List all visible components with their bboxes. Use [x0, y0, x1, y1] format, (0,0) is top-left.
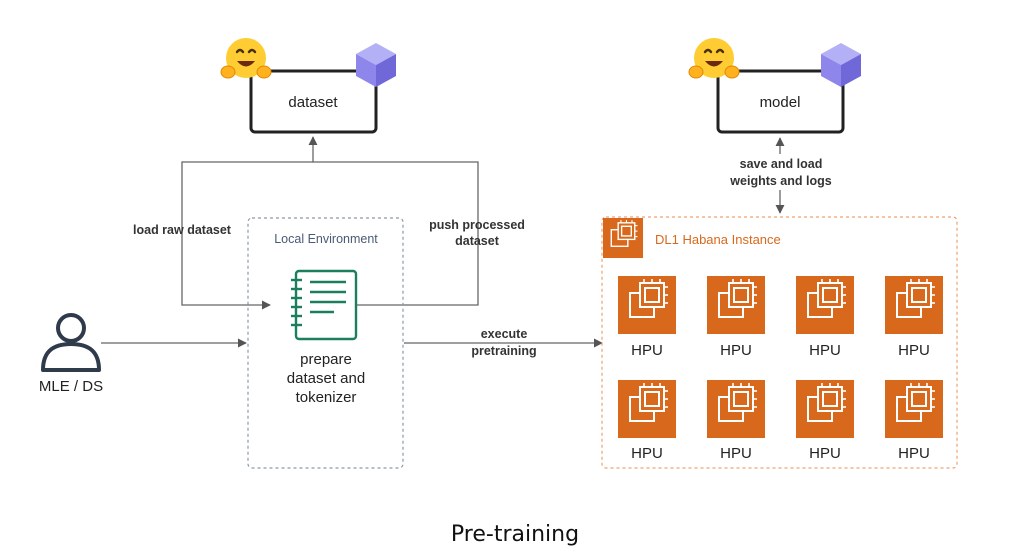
hpu-card[interactable]	[617, 275, 677, 335]
hpu-label: HPU	[809, 342, 841, 359]
save-load-label-2: weights and logs	[729, 174, 831, 188]
user-label: MLE / DS	[39, 378, 103, 395]
push-processed-label-1: push processed	[429, 218, 525, 232]
hpu-card[interactable]	[884, 275, 944, 335]
load-raw-dataset-label: load raw dataset	[133, 223, 232, 237]
model-label: model	[760, 94, 801, 111]
hpu-card[interactable]	[706, 379, 766, 439]
execute-label-1: execute	[481, 327, 528, 341]
chip-icon	[795, 379, 855, 439]
chip-icon	[617, 275, 677, 335]
chip-icon	[795, 275, 855, 335]
local-environment: Local Environment prepare dataset and to…	[247, 217, 404, 469]
chip-icon	[706, 379, 766, 439]
model-group: model	[688, 38, 861, 134]
figure-caption: Pre-training	[450, 522, 580, 547]
habana-instance: DL1 Habana Instance HPU HPU HPU HPU HPU …	[601, 216, 958, 469]
instance-chip-icon	[602, 217, 644, 259]
hpu-label: HPU	[809, 445, 841, 462]
dataset-box[interactable]	[249, 69, 378, 134]
hugging-face-emoji-icon	[688, 38, 740, 79]
dataset-group: dataset	[220, 38, 396, 134]
load-raw-dataset-arrow	[181, 161, 313, 310]
local-environment-box[interactable]	[247, 217, 404, 469]
prepare-label-1: prepare	[300, 351, 352, 368]
prepare-label-2: dataset and	[287, 370, 365, 387]
dataset-connectors	[181, 136, 479, 310]
hpu-card[interactable]	[795, 379, 855, 439]
chip-icon	[706, 275, 766, 335]
hpu-card[interactable]	[884, 379, 944, 439]
save-load-label-1: save and load	[740, 157, 823, 171]
hpu-label: HPU	[631, 342, 663, 359]
dataset-label: dataset	[288, 94, 338, 111]
document-icon	[291, 269, 358, 341]
user-icon[interactable]	[41, 313, 101, 372]
cube-icon	[356, 43, 396, 87]
execute-label-2: pretraining	[471, 344, 536, 358]
hugging-face-emoji-icon	[220, 38, 272, 79]
model-box[interactable]	[716, 69, 845, 134]
hpu-label: HPU	[720, 342, 752, 359]
push-processed-label-2: dataset	[455, 234, 500, 248]
hpu-label: HPU	[898, 342, 930, 359]
hpu-card[interactable]	[617, 379, 677, 439]
chip-icon	[884, 275, 944, 335]
hpu-card[interactable]	[706, 275, 766, 335]
prepare-label-3: tokenizer	[296, 389, 357, 406]
local-environment-label: Local Environment	[274, 232, 378, 246]
push-processed-arrow	[308, 136, 479, 306]
instance-label: DL1 Habana Instance	[655, 232, 781, 247]
chip-icon	[884, 379, 944, 439]
hpu-label: HPU	[720, 445, 752, 462]
cube-icon	[821, 43, 861, 87]
hpu-label: HPU	[898, 445, 930, 462]
hpu-label: HPU	[631, 445, 663, 462]
habana-instance-box[interactable]	[601, 216, 958, 469]
chip-icon	[617, 379, 677, 439]
hpu-card[interactable]	[795, 275, 855, 335]
